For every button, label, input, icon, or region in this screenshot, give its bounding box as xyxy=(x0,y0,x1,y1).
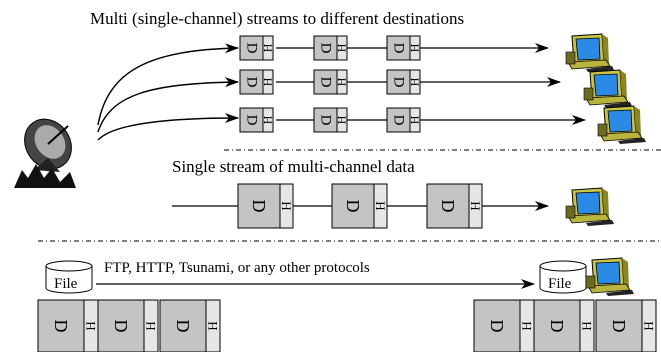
packet-header-letter: H xyxy=(261,78,275,87)
packet-data-letter: D xyxy=(391,115,407,126)
packet-data-letter: D xyxy=(318,77,334,88)
packet-data-letter: D xyxy=(487,320,507,333)
packet-header-letter: H xyxy=(335,78,349,87)
caption-multi-streams: Multi (single-channel) streams to differ… xyxy=(90,9,464,28)
packet-data-letter: D xyxy=(318,115,334,126)
packet-data-letter: D xyxy=(111,320,131,333)
packet-data-letter: D xyxy=(173,320,193,333)
packet-header-letter: H xyxy=(206,321,221,330)
computer-terminal-icon xyxy=(585,257,635,297)
packet-header-letter: H xyxy=(261,116,275,125)
packet-header-letter: H xyxy=(408,78,422,87)
packet-data-letter: D xyxy=(547,320,567,333)
packet-header-letter: H xyxy=(373,201,388,210)
packet-data-letter: D xyxy=(391,43,407,54)
file-label-destination: File xyxy=(548,276,572,292)
stream-row-2 xyxy=(239,69,561,95)
caption-single-stream: Single stream of multi-channel data xyxy=(172,157,415,176)
packet-header-letter: H xyxy=(84,321,99,330)
packet-data-letter: D xyxy=(438,200,458,213)
file-label-source: File xyxy=(54,276,78,292)
packet-data-letter: D xyxy=(391,77,407,88)
packet-data-letter: D xyxy=(609,320,629,333)
packet-header-letter: H xyxy=(580,321,595,330)
packet-header-letter: H xyxy=(335,116,349,125)
packet-header-letter: H xyxy=(520,321,535,330)
computer-terminal-icon xyxy=(565,33,615,73)
packet-data-letter: D xyxy=(51,320,71,333)
launch-arrows xyxy=(97,43,239,141)
packet-data-letter: D xyxy=(244,115,260,126)
packet-data-letter: D xyxy=(244,77,260,88)
packet-data-letter: D xyxy=(249,200,269,213)
packet-header-letter: H xyxy=(408,116,422,125)
packet-data-letter: D xyxy=(244,43,260,54)
computer-terminal-icon xyxy=(583,69,633,109)
packet-header-letter: H xyxy=(279,201,294,210)
packet-header-letter: H xyxy=(261,44,275,53)
computer-terminal-icon xyxy=(565,187,615,227)
packet-header-letter: H xyxy=(468,201,483,210)
packet-data-letter: D xyxy=(343,200,363,213)
packet-header-letter: H xyxy=(144,321,159,330)
computer-terminal-icon xyxy=(597,105,647,145)
packet-header-letter: H xyxy=(642,321,657,330)
satellite-dish-icon xyxy=(14,118,76,188)
stream-row-3 xyxy=(239,107,586,133)
packet-header-letter: H xyxy=(335,44,349,53)
packet-data-letter: D xyxy=(318,43,334,54)
packet-header-letter: H xyxy=(408,44,422,53)
stream-row-1 xyxy=(239,35,549,61)
caption-file-transfer: FTP, HTTP, Tsunami, or any other protoco… xyxy=(104,260,370,276)
